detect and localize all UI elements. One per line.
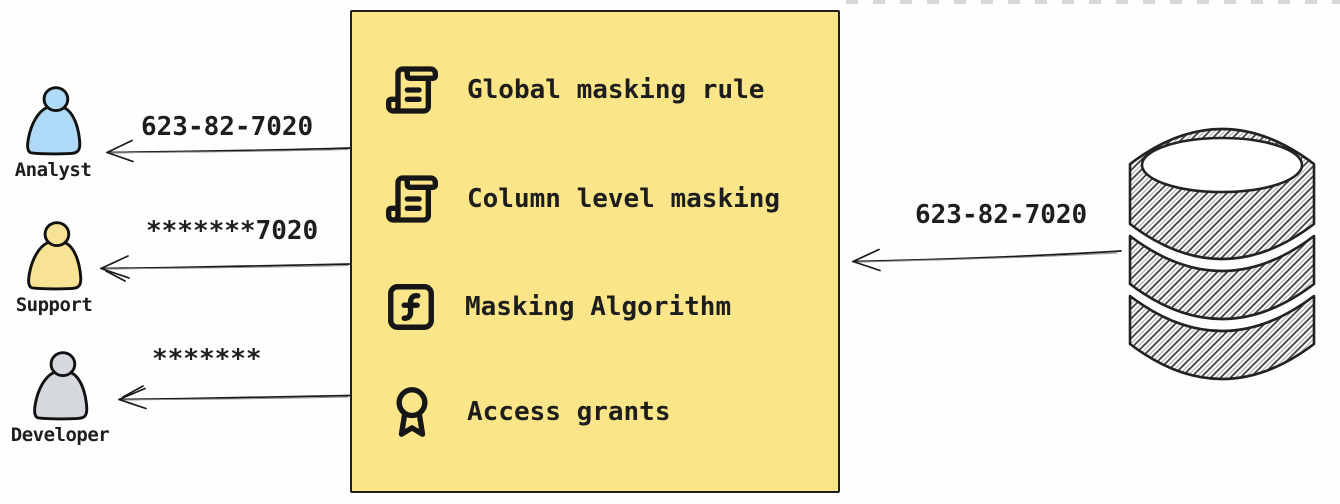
database-cylinder-icon [1128, 127, 1316, 381]
persona-developer: Developer [5, 351, 115, 446]
arrow-to-analyst [106, 139, 352, 163]
support-value-label: *******7020 [146, 216, 319, 246]
masking-item-global-rule: Global masking rule [384, 59, 764, 121]
persona-support: Support [6, 221, 102, 316]
arrow-to-support [100, 255, 352, 282]
masking-item-access-grants: Access grants [384, 381, 671, 443]
masking-policy-box: Global masking rule Column level masking… [350, 10, 840, 493]
persona-label: Analyst [14, 159, 92, 181]
arrow-to-developer [118, 385, 352, 410]
analyst-value-label: 623-82-7020 [141, 112, 314, 142]
developer-person-icon [33, 351, 89, 421]
masking-item-label: Global masking rule [467, 75, 765, 105]
masking-item-label: Masking Algorithm [465, 292, 732, 322]
arrow-from-database [852, 248, 1122, 272]
function-square-icon [388, 284, 434, 330]
scroll-text-icon [385, 66, 439, 114]
scroll-text-icon [385, 175, 439, 223]
persona-analyst: Analyst [5, 86, 101, 181]
developer-value-label: ******* [152, 344, 262, 374]
persona-label: Developer [10, 424, 110, 446]
support-person-icon [27, 221, 83, 291]
masking-item-algorithm: Masking Algorithm [384, 276, 731, 338]
award-icon [396, 387, 428, 437]
masking-item-label: Column level masking [467, 184, 781, 214]
dashed-border-segment [846, 0, 1340, 4]
masking-item-label: Access grants [467, 397, 671, 427]
analyst-person-icon [26, 86, 82, 156]
database-value-label: 623-82-7020 [915, 200, 1088, 230]
persona-label: Support [15, 294, 93, 316]
masking-item-column-level: Column level masking [384, 168, 780, 230]
